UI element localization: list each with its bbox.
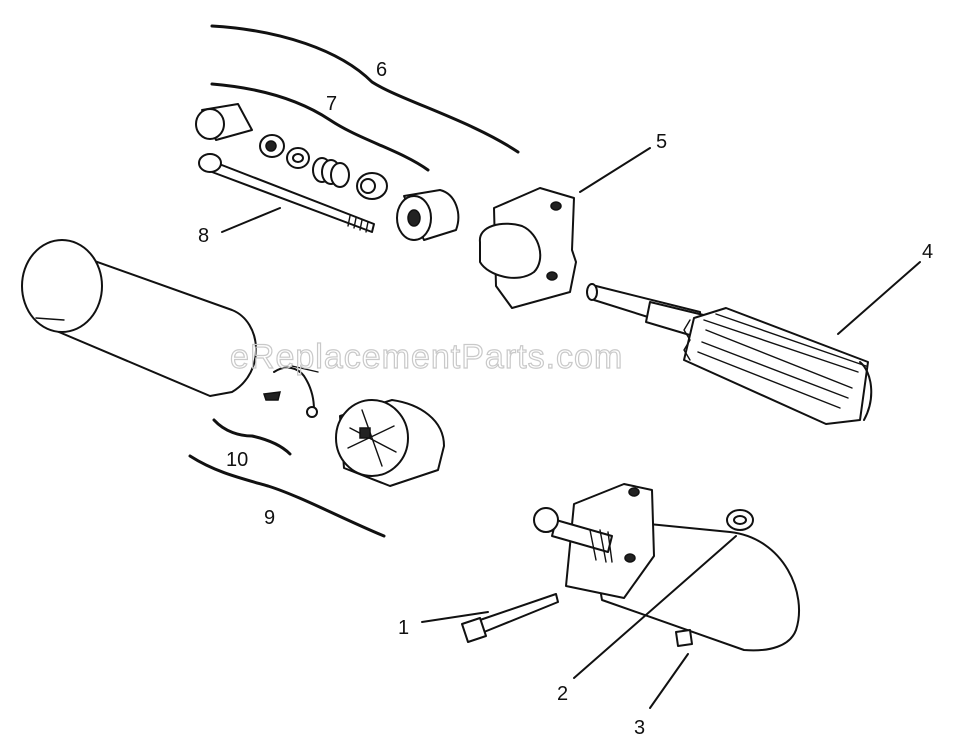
callout-6: 6: [376, 59, 387, 81]
bracket-9: [188, 454, 386, 538]
nut: [675, 629, 693, 647]
callout-2: 2: [557, 683, 568, 705]
brush-lead: [262, 365, 319, 418]
drive-ring: [286, 147, 310, 169]
frame-housing: [21, 239, 257, 397]
armature: [586, 283, 873, 425]
callout-9: 9: [264, 507, 275, 529]
drive-pinion-gear: [396, 189, 460, 241]
drive-collar: [356, 172, 388, 200]
bracket-10: [212, 418, 292, 456]
watermark: eReplacementParts.com: [230, 338, 623, 376]
through-bolt-long: [198, 153, 375, 233]
drive-washer: [259, 134, 285, 158]
brush-holder-end: [335, 399, 445, 487]
bracket-7: [210, 82, 430, 172]
callout-3: 3: [634, 717, 645, 739]
leader-4: [837, 261, 921, 335]
starter-motor-assembly: [533, 483, 801, 652]
callout-10: 10: [226, 449, 248, 471]
leader-2: [573, 535, 737, 679]
bracket-6: [210, 24, 520, 154]
leader-3: [649, 653, 689, 709]
leader-1: [421, 611, 489, 623]
leader-5: [579, 147, 651, 193]
washer: [726, 509, 754, 531]
callout-5: 5: [656, 131, 667, 153]
leader-8: [221, 207, 281, 233]
callout-7: 7: [326, 93, 337, 115]
mounting-bolt: [461, 593, 559, 643]
callout-1: 1: [398, 617, 409, 639]
drive-sleeve: [195, 103, 253, 141]
end-cap-bracket: [478, 187, 577, 309]
callout-8: 8: [198, 225, 209, 247]
callout-4: 4: [922, 241, 933, 263]
drive-spring: [312, 157, 350, 188]
